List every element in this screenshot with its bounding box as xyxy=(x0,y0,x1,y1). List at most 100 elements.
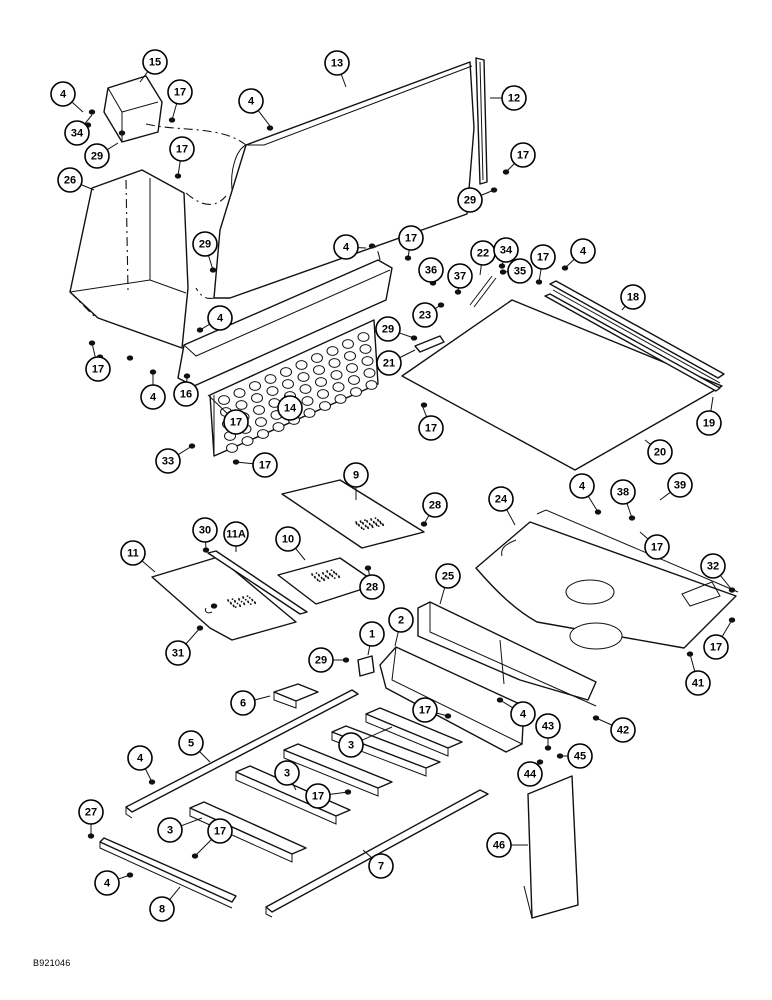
callout-c4d: 4 xyxy=(570,238,596,264)
callout-circle xyxy=(50,81,76,107)
callout-label: 17 xyxy=(710,642,722,654)
leader-line xyxy=(499,699,514,709)
leader-line xyxy=(118,874,131,880)
leader-line xyxy=(720,575,733,591)
callout-label: 17 xyxy=(405,233,417,245)
part-3-crossmembers xyxy=(189,707,463,863)
callout-c8: 8 xyxy=(149,896,175,922)
perforation-hole xyxy=(241,436,254,446)
callout-label: 6 xyxy=(240,698,246,710)
callout-circle xyxy=(696,410,722,436)
callout-circle xyxy=(155,448,181,474)
grill-dot xyxy=(246,595,249,597)
grill-dot xyxy=(362,522,365,525)
grill-dot xyxy=(316,579,319,582)
callout-circle xyxy=(703,634,729,660)
callout-circle xyxy=(570,238,596,264)
perforation-hole xyxy=(332,382,345,392)
fastener-mark xyxy=(126,355,134,361)
callout-label: 4 xyxy=(579,481,586,493)
perforation-hole xyxy=(315,377,327,387)
leader-line xyxy=(254,695,271,701)
leader-line xyxy=(177,160,181,177)
grill-dot xyxy=(380,522,382,525)
callout-circle xyxy=(84,143,110,169)
callout-c15: 15 xyxy=(142,49,168,75)
callout-circle xyxy=(447,263,473,289)
part-2-angled-plate xyxy=(379,646,525,753)
callout-circle xyxy=(338,732,364,758)
perforation-hole xyxy=(257,429,269,439)
callout-c46: 46 xyxy=(486,832,512,858)
callout-circle xyxy=(457,187,483,213)
callout-circle xyxy=(486,832,512,858)
grill-dot xyxy=(231,598,234,600)
callout-circle xyxy=(142,49,168,75)
callout-circle xyxy=(569,473,595,499)
grill-dot xyxy=(333,571,336,574)
callout-c19: 19 xyxy=(696,410,722,436)
callout-label: 25 xyxy=(442,571,454,583)
callout-label: 37 xyxy=(454,271,466,283)
callout-label: 17 xyxy=(214,826,226,838)
perforation-hole xyxy=(280,367,292,377)
grill-dot xyxy=(377,519,380,522)
callout-c4g: 4 xyxy=(569,473,595,499)
perforation-hole xyxy=(282,379,294,389)
callout-circle xyxy=(149,896,175,922)
callout-c11: 11 xyxy=(120,540,146,566)
leader-line xyxy=(407,249,410,259)
grill-dot xyxy=(360,527,363,530)
callout-label: 34 xyxy=(71,128,84,140)
callout-c31: 31 xyxy=(165,640,191,666)
part-15-bracket xyxy=(103,75,163,143)
leader-line xyxy=(208,255,214,271)
callout-c16: 16 xyxy=(173,381,199,407)
perforation-hole xyxy=(357,332,370,342)
callout-label: 44 xyxy=(524,769,537,781)
callout-label: 4 xyxy=(104,878,111,890)
callout-c4h: 4 xyxy=(510,701,536,727)
callout-circle xyxy=(343,462,369,488)
callout-c4c: 4 xyxy=(333,234,359,260)
leader-line xyxy=(367,645,371,656)
callout-label: 9 xyxy=(353,470,359,482)
callout-circle xyxy=(324,50,350,76)
leader-line xyxy=(169,886,181,901)
part-5-long-rail xyxy=(125,689,359,819)
perforation-hole xyxy=(299,384,312,394)
callout-c24: 24 xyxy=(488,486,514,512)
callout-c34a: 34 xyxy=(64,120,90,146)
grill-dot xyxy=(331,575,334,578)
leader-line xyxy=(361,726,393,741)
leader-line xyxy=(329,791,349,795)
grill-dot xyxy=(367,527,370,530)
callout-label: 28 xyxy=(366,582,378,594)
callout-c3b: 3 xyxy=(274,760,300,786)
callout-c14: 14 xyxy=(277,395,303,421)
fastener-mark xyxy=(368,243,376,249)
perforation-hole xyxy=(253,405,265,415)
leader-line xyxy=(399,349,416,359)
perforation-hole xyxy=(328,358,341,368)
callout-c41: 41 xyxy=(685,670,711,696)
callout-c29c: 29 xyxy=(192,231,218,257)
leader-line xyxy=(199,751,211,763)
callout-c29a: 29 xyxy=(84,143,110,169)
callout-label: 20 xyxy=(654,447,666,459)
callout-circle xyxy=(418,257,444,283)
grill-dot xyxy=(326,571,329,573)
callout-label: 8 xyxy=(159,904,165,916)
grill-dot xyxy=(242,597,245,599)
callout-c38: 38 xyxy=(610,479,636,505)
grill-dot xyxy=(230,602,233,605)
grill-dot xyxy=(234,600,237,603)
callout-circle xyxy=(252,452,278,478)
grill-dot xyxy=(374,517,377,519)
callout-c17c: 17 xyxy=(510,142,536,168)
callout-circle xyxy=(207,305,233,331)
fastener-mark xyxy=(183,373,191,379)
callout-circle xyxy=(127,745,153,771)
leader-line xyxy=(639,531,649,540)
callout-c1: 1 xyxy=(359,621,385,647)
